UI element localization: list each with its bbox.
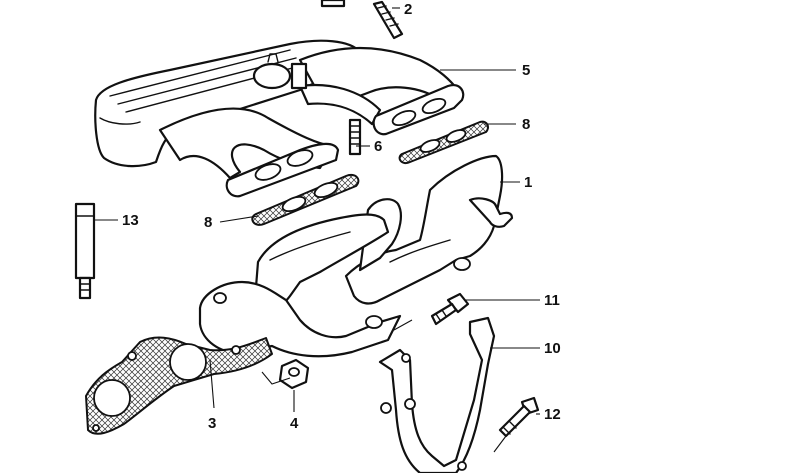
callout-3: 3 <box>208 415 216 432</box>
bolt-12 <box>498 396 540 438</box>
callout-8a: 8 <box>522 116 530 133</box>
callout-10: 10 <box>544 340 561 357</box>
callout-13: 13 <box>122 212 139 229</box>
leader-3 <box>209 359 215 409</box>
gasket-3 <box>85 336 273 435</box>
callout-4: 4 <box>290 415 299 432</box>
leader-lines <box>94 7 540 453</box>
bolt-11 <box>430 292 470 326</box>
callout-2: 2 <box>404 1 412 18</box>
callout-5: 5 <box>522 62 530 79</box>
exhaust-manifold <box>198 154 514 358</box>
callout-8b: 8 <box>204 214 212 231</box>
bracket-10 <box>378 316 496 473</box>
stud-6 <box>348 118 362 156</box>
callout-labels: 1 2 3 4 5 6 8 8 10 11 12 13 <box>122 1 561 432</box>
stud-13 <box>74 202 96 300</box>
gasket-8-upper <box>398 120 489 164</box>
stud-top <box>320 0 346 8</box>
callout-6: 6 <box>374 138 382 155</box>
gasket-8-lower <box>251 174 360 226</box>
callout-1: 1 <box>524 174 532 191</box>
nut-4 <box>278 358 310 390</box>
intake-manifold <box>94 39 465 198</box>
stud-2 <box>372 0 404 40</box>
callout-11: 11 <box>544 292 560 309</box>
leader-8b <box>219 215 259 223</box>
callout-12: 12 <box>544 406 561 423</box>
